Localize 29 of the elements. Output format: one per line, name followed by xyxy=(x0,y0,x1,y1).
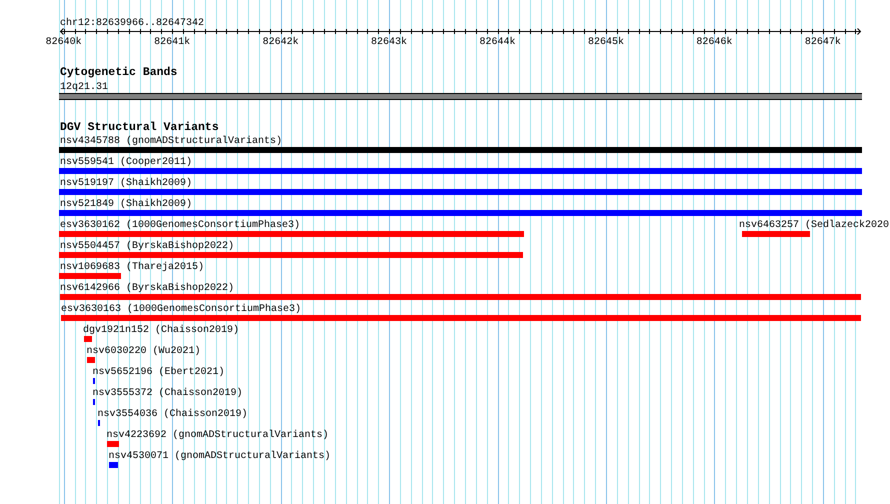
location-label: chr12:82639966..82647342 xyxy=(60,18,204,28)
feature-label: nsv5652196 (Ebert2021) xyxy=(92,367,225,378)
tick-label: 82640k xyxy=(46,36,82,48)
tick-label: 82643k xyxy=(371,36,408,48)
feature-label: nsv6142966 (ByrskaBishop2022) xyxy=(60,283,234,294)
tick-label: 82642k xyxy=(262,36,299,48)
feature-label: nsv6030220 (Wu2021) xyxy=(86,346,201,357)
feature-label: nsv4530071 (gnomADStructuralVariants) xyxy=(108,451,331,462)
tick-label: 82645k xyxy=(588,36,624,48)
tick-label: 82647k xyxy=(804,36,841,48)
band-label: 12q21.31 xyxy=(60,82,108,93)
feature-label: nsv5504457 (ByrskaBishop2022) xyxy=(60,241,234,252)
feature-label: nsv1069683 (Thareja2015) xyxy=(60,262,204,273)
feature-label: nsv6463257 (Sedlazeck2020 xyxy=(739,220,890,231)
tick-label: 82644k xyxy=(480,36,516,48)
track-title: Cytogenetic Bands xyxy=(60,66,178,78)
feature-label: esv3630163 (1000GenomesConsortiumPhase3) xyxy=(61,304,302,315)
feature-label: nsv3554036 (Chaisson2019) xyxy=(98,409,248,420)
feature-label: nsv4345788 (gnomADStructuralVariants) xyxy=(60,136,282,147)
feature-label: nsv519197 (Shaikh2009) xyxy=(60,178,192,189)
tick-label: 82646k xyxy=(696,36,732,48)
feature-label: nsv3555372 (Chaisson2019) xyxy=(92,388,243,399)
feature-label: nsv559541 (Cooper2011) xyxy=(60,157,192,168)
feature-label: dgv1921n152 (Chaisson2019) xyxy=(83,325,240,336)
tick-label: 82641k xyxy=(154,36,190,48)
track-title: DGV Structural Variants xyxy=(60,122,219,134)
feature-label: nsv521849 (Shaikh2009) xyxy=(60,199,192,210)
feature-label: esv3630162 (1000GenomesConsortiumPhase3) xyxy=(60,220,300,231)
feature-label: nsv4223692 (gnomADStructuralVariants) xyxy=(106,430,329,441)
